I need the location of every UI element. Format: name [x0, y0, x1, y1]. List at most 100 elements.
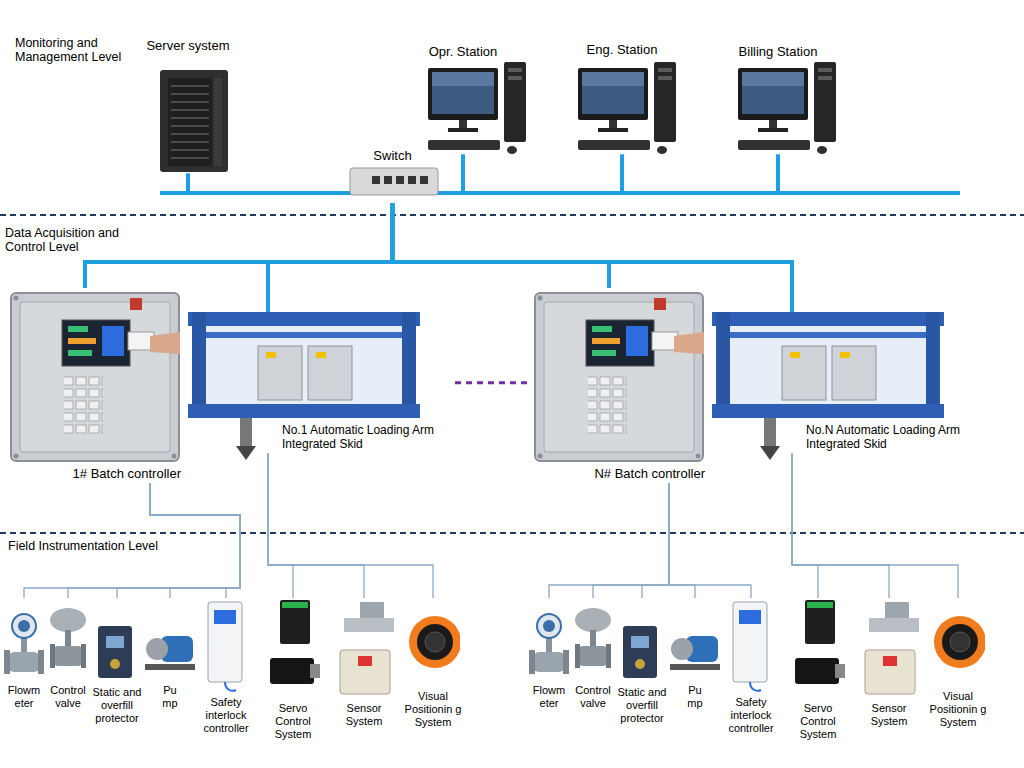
pump-picture — [145, 636, 195, 670]
node-label: No.N Automatic Loading Arm Integrated Sk… — [806, 423, 978, 451]
node-label: Billing Station — [729, 44, 827, 59]
camera-picture — [934, 616, 986, 668]
node-label: Opr. Station — [414, 44, 512, 59]
connector — [455, 381, 529, 384]
connector — [669, 483, 695, 598]
node-label: Eng. Station — [573, 42, 671, 57]
station-node: Opr. Station — [413, 44, 513, 154]
overfill-protector: Static and overfill protector — [90, 598, 144, 727]
node-label: Switch — [346, 148, 439, 163]
servo-control: Servo Control System — [262, 598, 324, 743]
connector — [393, 203, 793, 312]
port — [372, 176, 380, 184]
connector — [440, 154, 778, 193]
server-node: Server system — [138, 38, 238, 173]
operator-pc — [428, 62, 526, 154]
connector — [150, 483, 240, 598]
connector — [549, 483, 669, 598]
billing-pc — [738, 62, 836, 154]
node-label: N# Batch controller — [530, 466, 705, 481]
switch-node: Switch — [345, 148, 440, 203]
interlock-picture — [733, 602, 767, 691]
protector-picture — [98, 626, 132, 678]
level-label: Data Acquisition and Control Level — [5, 226, 130, 254]
servo-control: Servo Control System — [787, 598, 849, 743]
control-valve: Control valve — [47, 598, 89, 712]
flowmeter: Flowm eter — [527, 598, 571, 712]
connector — [792, 453, 958, 598]
node-label: 1# Batch controller — [6, 466, 181, 481]
connector — [85, 203, 393, 288]
node-label: Flowm eter — [3, 684, 45, 710]
node-label: Sensor System — [853, 702, 925, 728]
node-label: Control valve — [48, 684, 88, 710]
node-label: Servo Control System — [263, 702, 323, 741]
node-label: Visual Positionin g System — [929, 690, 987, 729]
connector — [593, 483, 669, 598]
sensor-picture — [865, 602, 919, 694]
connector — [642, 483, 669, 598]
flowmeter-picture — [4, 614, 44, 674]
node-label: Safety interlock controller — [198, 696, 254, 735]
node-label: Static and overfill protector — [616, 686, 668, 725]
field-devices — [529, 600, 986, 694]
station-node: Eng. Station — [572, 42, 672, 154]
engineer-pc — [578, 62, 676, 154]
node-label: No.1 Automatic Loading Arm Integrated Sk… — [282, 423, 454, 451]
connector — [669, 483, 751, 598]
pump: Pu mp — [155, 598, 185, 712]
batch-controller: 1# Batch controller — [5, 288, 185, 483]
node-label: Static and overfill protector — [91, 686, 143, 725]
connector — [268, 203, 393, 312]
connector — [188, 173, 345, 193]
connector — [150, 483, 240, 598]
safety-interlock: Safety interlock controller — [197, 598, 255, 737]
node-label: Control valve — [573, 684, 613, 710]
batch-controller: N# Batch controller — [529, 288, 709, 483]
batch-controller-picture — [11, 293, 180, 461]
sensor-system: Sensor System — [327, 598, 401, 730]
node-label: Servo Control System — [788, 702, 848, 741]
pump-picture — [670, 636, 720, 670]
connector — [268, 453, 433, 598]
flowmeter-picture — [529, 614, 569, 674]
server-tower — [160, 70, 228, 172]
port — [408, 176, 416, 184]
node-label: Safety interlock controller — [723, 696, 779, 735]
port — [384, 176, 392, 184]
pump: Pu mp — [680, 598, 710, 712]
level-divider — [0, 214, 1024, 216]
valve-picture — [575, 608, 611, 668]
loading-arm-skid: No.1 Automatic Loading Arm Integrated Sk… — [188, 312, 455, 453]
overfill-protector: Static and overfill protector — [615, 598, 669, 727]
batch-controller-picture — [535, 293, 704, 461]
valve-picture — [50, 608, 86, 668]
level-label: Field Instrumentation Level — [8, 539, 208, 553]
node-label: Pu mp — [681, 684, 709, 710]
connector — [393, 203, 610, 288]
level-label: Monitoring and Management Level — [15, 36, 140, 64]
connector — [268, 453, 364, 598]
node-label: Sensor System — [328, 702, 400, 728]
loading-arm-skid: No.N Automatic Loading Arm Integrated Sk… — [712, 312, 979, 453]
connector — [440, 154, 463, 193]
protector-picture — [623, 626, 657, 678]
camera-picture — [409, 616, 461, 668]
connector — [792, 453, 818, 598]
server-side — [214, 78, 222, 166]
sensor-system: Sensor System — [852, 598, 926, 730]
safety-interlock: Safety interlock controller — [722, 598, 780, 737]
node-label: Visual Positionin g System — [404, 690, 462, 729]
servo-picture — [795, 600, 845, 684]
level-divider — [0, 532, 1024, 534]
node-label: Server system — [139, 38, 237, 53]
connector — [268, 453, 293, 598]
flowmeter: Flowm eter — [2, 598, 46, 712]
node-label: Pu mp — [156, 684, 184, 710]
server-grille — [171, 86, 209, 158]
connector — [792, 453, 889, 598]
switch-box — [350, 168, 438, 195]
interlock-picture — [208, 602, 242, 691]
servo-picture — [270, 600, 320, 684]
